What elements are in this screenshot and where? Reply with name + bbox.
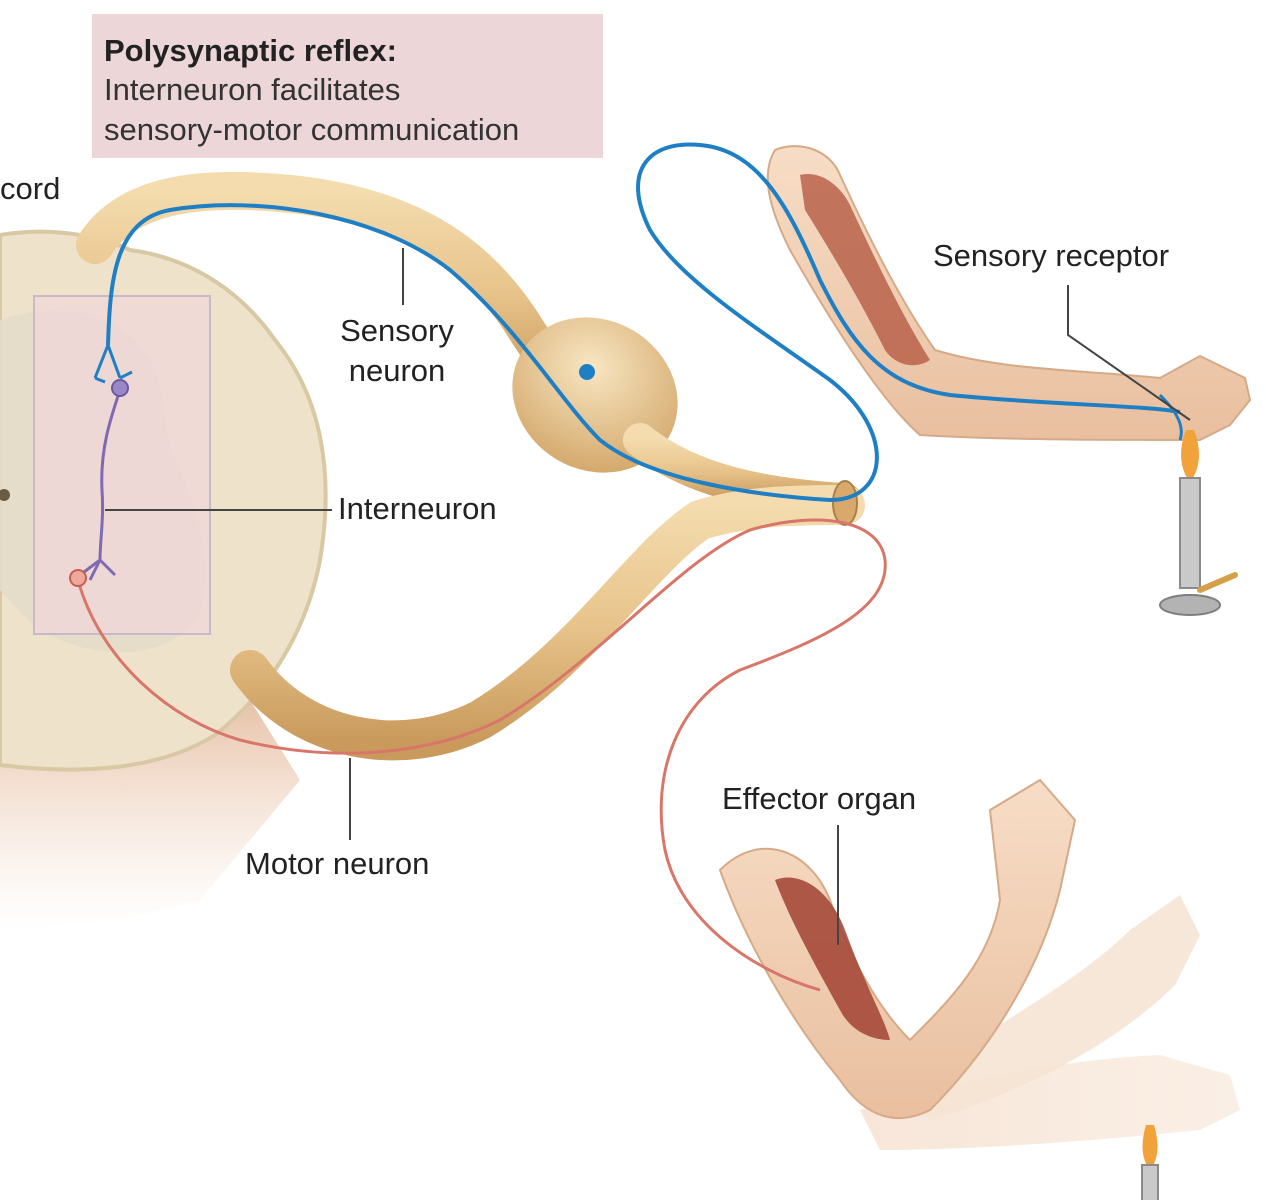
sensory-neuron-label-line-1: Sensory (340, 313, 454, 348)
lower-arm-mid (900, 895, 1200, 1120)
sensory-receptor-label: Sensory receptor (933, 238, 1170, 273)
effector-organ-label: Effector organ (722, 781, 917, 816)
sensory-receptor-leader (1067, 285, 1191, 421)
lower-arm-faded (860, 1055, 1240, 1150)
interneuron-label: Interneuron (338, 491, 497, 526)
title-heading: Polysynaptic reflex: (104, 33, 397, 68)
ventral-root (230, 485, 865, 761)
title-line-2: sensory-motor communication (104, 112, 520, 147)
motor-neuron-fiber (76, 518, 887, 992)
spinal-nerve-end (832, 480, 858, 526)
bunsen-burner-upper (1159, 430, 1238, 616)
interneuron-fiber (79, 389, 122, 581)
upper-arm (766, 145, 1252, 442)
title-box: Polysynaptic reflex: Interneuron facilit… (92, 14, 603, 158)
motor-neuron-cell-body (69, 569, 87, 587)
sensory-cell-body (579, 364, 595, 380)
sensory-receptor-ending (1158, 393, 1183, 441)
motor-neuron-label: Motor neuron (245, 846, 430, 881)
sensory-dendrites (93, 344, 133, 384)
central-canal (0, 489, 10, 501)
interneuron-cell-body (111, 379, 129, 397)
sensory-neuron-fiber (106, 142, 1181, 503)
spinal-cord-label: cord (0, 171, 61, 206)
sensory-neuron-label-line-2: neuron (348, 353, 446, 388)
bunsen-burner-lower (1141, 1125, 1159, 1200)
upper-arm-muscle (800, 174, 930, 366)
title-line-1: Interneuron facilitates (104, 72, 401, 107)
interneuron-highlight-box (33, 295, 211, 635)
effector-muscle (775, 877, 890, 1040)
